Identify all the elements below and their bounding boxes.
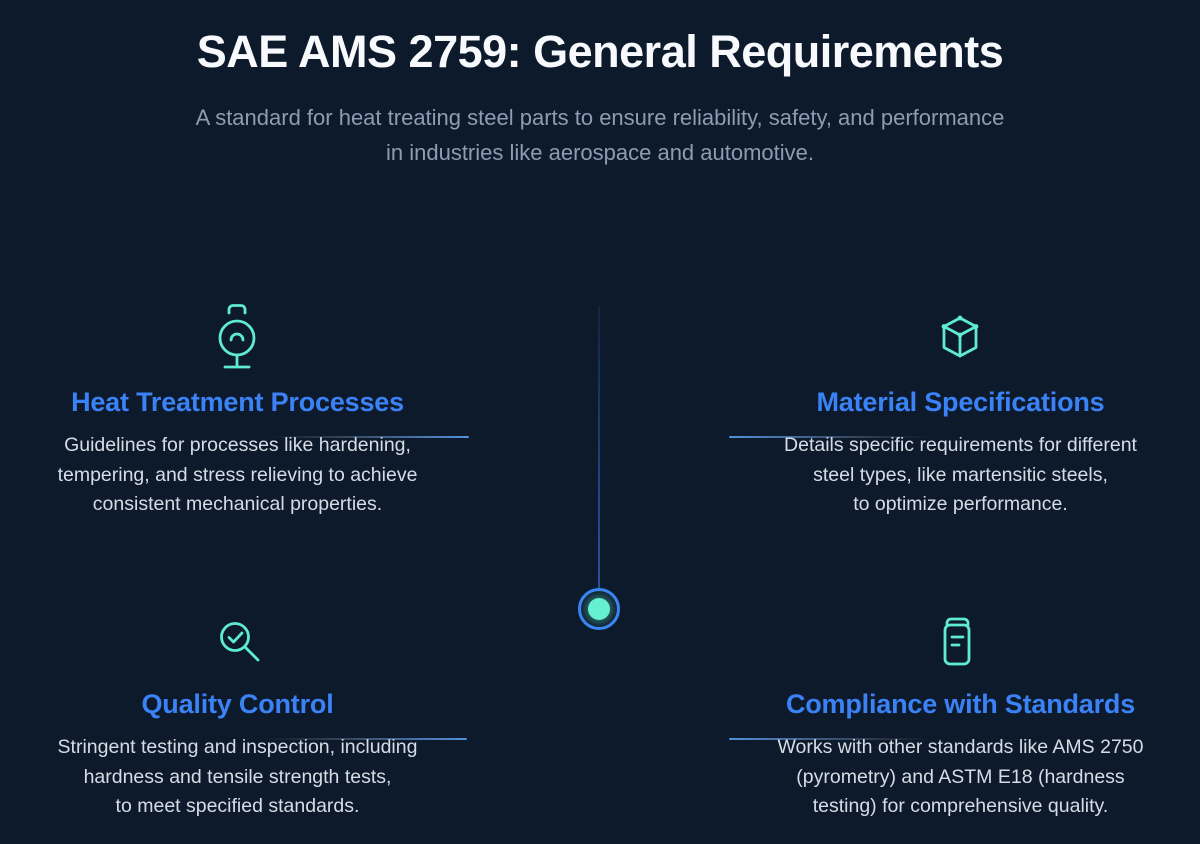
body-line: consistent mechanical properties. xyxy=(92,493,383,516)
connector-line-bottom-left xyxy=(267,738,467,740)
section-body-material-specs: Details specific requirements for differ… xyxy=(722,431,1199,520)
section-body-compliance: Works with other standards like AMS 2750… xyxy=(722,733,1199,822)
body-line: to meet specified standards. xyxy=(115,795,360,818)
connector-line-top-left xyxy=(269,436,469,438)
section-title-material-specs: Material Specifications xyxy=(816,387,1105,417)
page-subtitle-line-1: A standard for heat treating steel parts… xyxy=(195,105,1005,130)
center-node-core xyxy=(588,598,610,620)
section-body-heat-treatment: Guidelines for processes like hardening,… xyxy=(0,431,475,520)
section-title-heat-treatment: Heat Treatment Processes xyxy=(71,387,404,417)
body-line: steel types, like martensitic steels, xyxy=(813,463,1108,486)
search-check-icon xyxy=(216,618,262,664)
notebook-icon xyxy=(940,616,974,668)
body-line: to optimize performance. xyxy=(853,493,1068,516)
body-line: hardness and tensile strength tests, xyxy=(83,765,392,788)
connector-line-top-right xyxy=(729,436,929,438)
page-subtitle-line-2: in industries like aerospace and automot… xyxy=(385,140,815,165)
section-title-compliance: Compliance with Standards xyxy=(785,689,1136,719)
body-line: tempering, and stress relieving to achie… xyxy=(57,463,418,486)
cube-icon xyxy=(940,314,980,360)
body-line: Works with other standards like AMS 2750 xyxy=(777,736,1144,758)
body-line: (pyrometry) and ASTM E18 (hardness xyxy=(796,765,1125,788)
body-line: Guidelines for processes like hardening, xyxy=(64,434,411,456)
center-axis-line xyxy=(598,306,600,588)
body-line: Details specific requirements for differ… xyxy=(784,434,1137,456)
body-line: testing) for comprehensive quality. xyxy=(812,795,1109,818)
section-title-quality-control: Quality Control xyxy=(141,689,334,719)
page-title: SAE AMS 2759: General Requirements xyxy=(196,26,1004,77)
connector-line-bottom-right xyxy=(729,738,929,740)
section-body-quality-control: Stringent testing and inspection, includ… xyxy=(0,733,475,822)
center-node xyxy=(578,588,620,630)
page-subtitle: A standard for heat treating steel parts… xyxy=(0,100,1200,170)
body-line: Stringent testing and inspection, includ… xyxy=(57,736,418,758)
temperature-gauge-icon xyxy=(209,301,265,371)
